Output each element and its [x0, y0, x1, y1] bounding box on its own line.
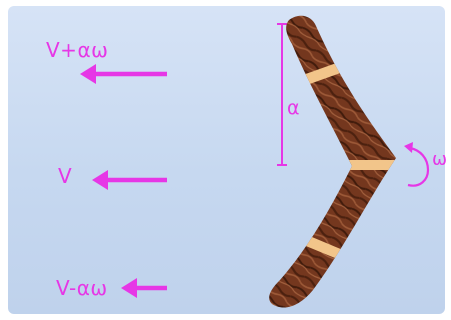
alpha-distance-marker	[277, 24, 287, 165]
velocity-label-top: V+αω	[46, 40, 108, 60]
velocity-label-middle: V	[58, 166, 72, 186]
rotation-arrow	[404, 142, 428, 186]
velocity-label-bottom: V-αω	[56, 278, 108, 298]
velocity-arrow-middle	[92, 170, 167, 190]
boomerang-band-middle	[338, 160, 400, 170]
velocity-arrow-bottom	[121, 278, 167, 298]
omega-label: ω	[432, 151, 448, 169]
velocity-arrow-top	[80, 64, 167, 84]
alpha-label: α	[287, 99, 300, 118]
